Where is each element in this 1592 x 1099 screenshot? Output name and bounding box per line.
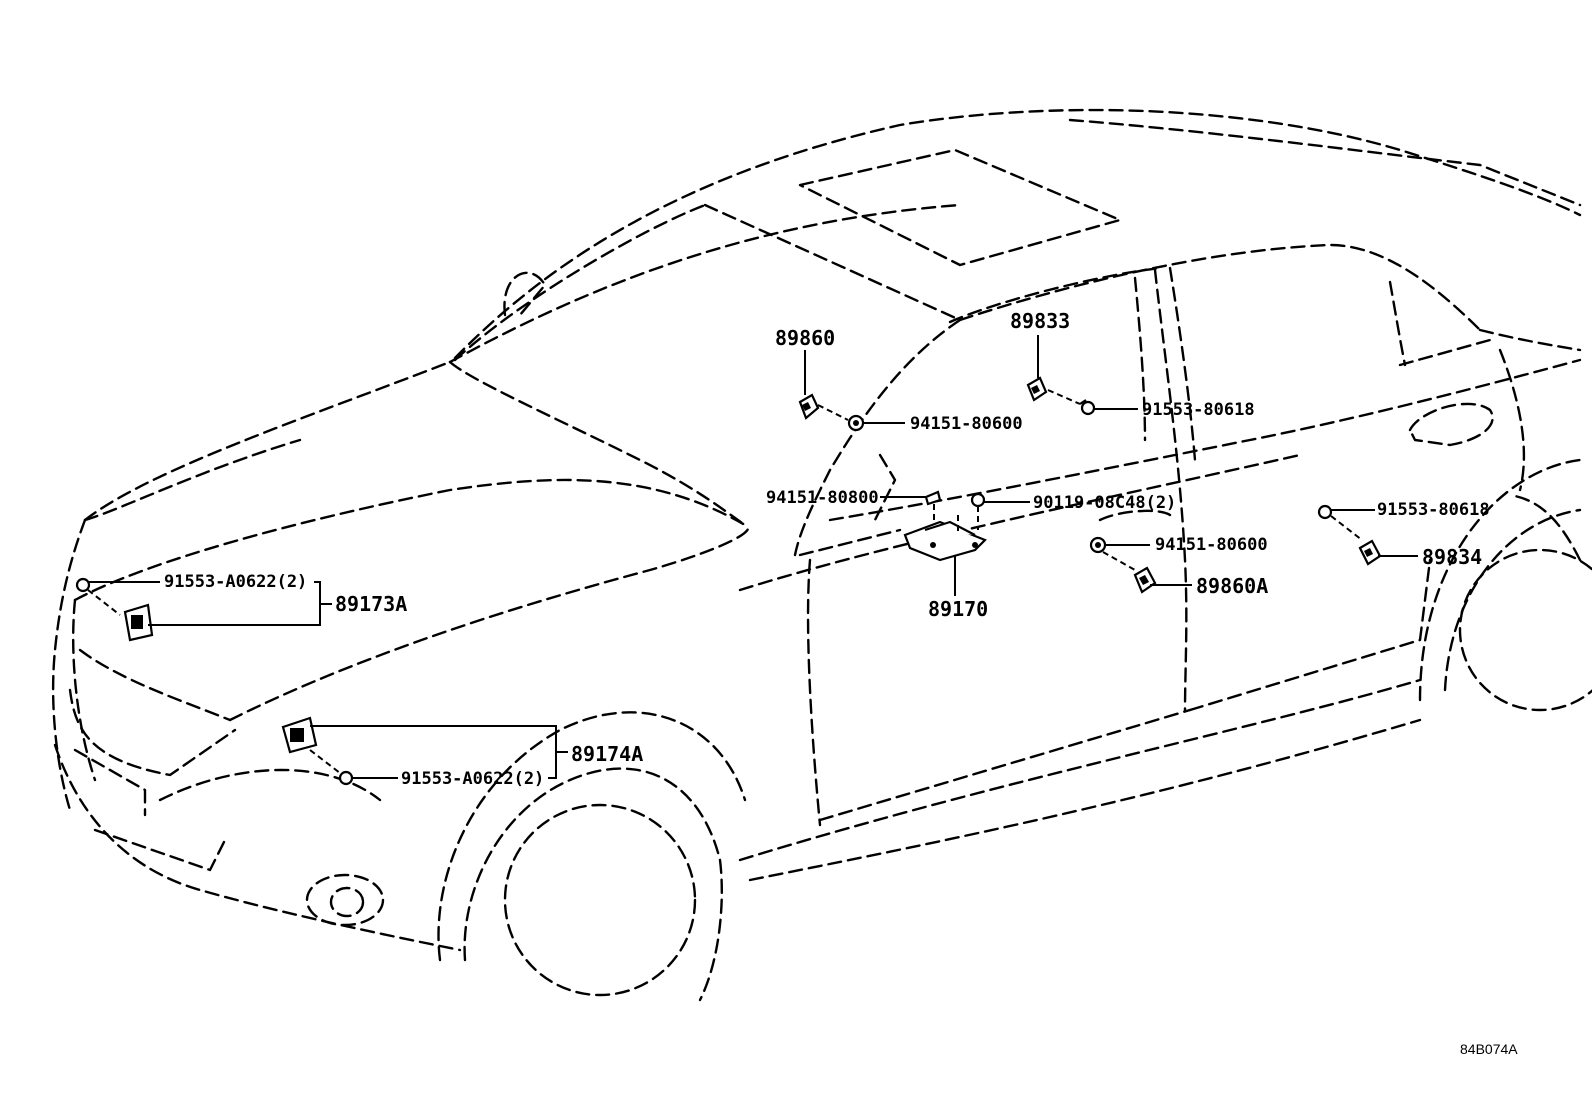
label-91553-80618-upper: 91553-80618 xyxy=(1142,400,1255,420)
label-94151-80800: 94151-80800 xyxy=(766,488,879,508)
leader-lines xyxy=(89,335,1418,779)
label-94151-80600-lower: 94151-80600 xyxy=(1155,535,1268,555)
part-89170-center-sensor xyxy=(903,520,987,562)
part-89174a-front-sensor xyxy=(281,716,354,786)
part-89860a-sensor xyxy=(1133,566,1157,594)
label-91553-a0622-upper: 91553-A0622(2) xyxy=(164,572,307,592)
part-89834-sensor xyxy=(1358,539,1382,566)
label-89860a: 89860A xyxy=(1196,574,1268,598)
car-outline xyxy=(51,108,1592,1002)
label-91553-a0622-lower: 91553-A0622(2) xyxy=(401,769,544,789)
part-94151-80600-nut-lower xyxy=(1089,536,1136,571)
label-91553-80618-right: 91553-80618 xyxy=(1377,500,1490,520)
part-91553-80618-bolt-right xyxy=(1317,504,1363,541)
label-89834: 89834 xyxy=(1422,545,1482,569)
label-90119-08c48: 90119-08C48(2) xyxy=(1033,493,1176,513)
label-94151-80600-upper: 94151-80600 xyxy=(910,414,1023,434)
part-91553-80618-bolt-upper xyxy=(1079,399,1096,416)
label-89833: 89833 xyxy=(1010,309,1070,333)
part-94151-80800-nut xyxy=(924,490,942,522)
part-89860-sensor xyxy=(798,393,849,421)
label-89860: 89860 xyxy=(775,326,835,350)
label-89170: 89170 xyxy=(928,597,988,621)
part-89833-sensor xyxy=(1026,376,1081,405)
part-89173a-front-sensor xyxy=(75,577,154,642)
part-labels: 89860 89833 94151-80600 91553-80618 9415… xyxy=(164,309,1490,789)
label-89173a: 89173A xyxy=(335,592,407,616)
label-89174a: 89174A xyxy=(571,742,643,766)
part-90119-08c48-bolt xyxy=(957,492,986,532)
part-94151-80600-nut-upper xyxy=(847,414,865,432)
reference-code: 84B074A xyxy=(1460,1041,1518,1057)
